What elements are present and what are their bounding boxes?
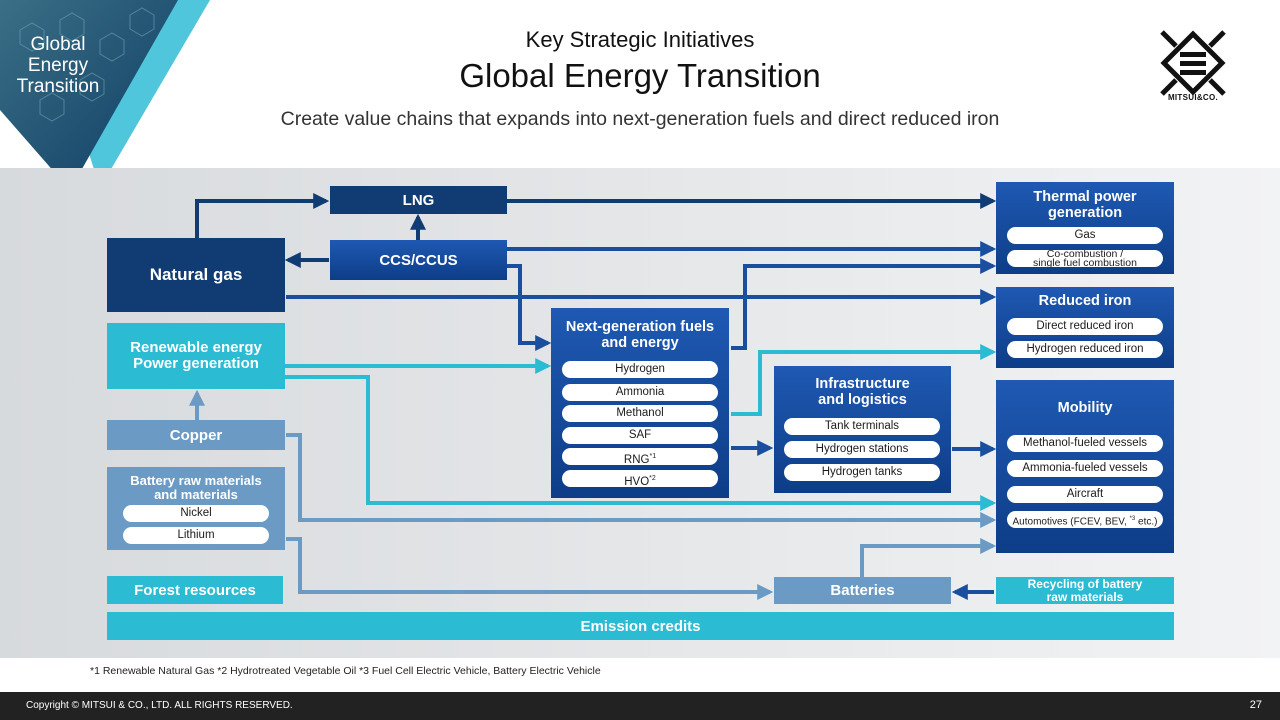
- page-subtitle: Create value chains that expands into ne…: [280, 108, 1000, 130]
- pill-hvo-sup: *2: [649, 475, 656, 482]
- battery-raw-materials-node: Battery raw materials and materials Nick…: [107, 467, 285, 550]
- automotive-sup: *3: [1129, 516, 1136, 522]
- pill-nickel: Nickel: [123, 505, 269, 522]
- page-number: 27: [1249, 699, 1262, 711]
- kicker-title: Key Strategic Initiatives: [525, 27, 755, 52]
- pill-methanol-vessels: Methanol-fueled vessels: [1007, 435, 1163, 452]
- pill-co-combustion: Co-combustion / single fuel combustion: [1007, 250, 1163, 267]
- ccs-ccus-node: CCS/CCUS: [330, 240, 507, 280]
- reduced-iron-title: Reduced iron: [1038, 293, 1132, 309]
- reduced-iron-node: Reduced iron Direct reduced iron Hydroge…: [996, 287, 1174, 368]
- next-gen-title: Next-generation fuels and energy: [565, 319, 715, 351]
- infra-title: Infrastructure and logistics: [815, 376, 910, 408]
- renewable-energy-node: Renewable energy Power generation: [107, 323, 285, 389]
- copper-node: Copper: [107, 420, 285, 450]
- pill-rng-label: RNG: [623, 453, 650, 466]
- pill-hvo-label: HVO: [624, 475, 650, 488]
- footnote: *1 Renewable Natural Gas *2 Hydrotreated…: [90, 665, 601, 677]
- batteries-node: Batteries: [774, 577, 951, 604]
- natural-gas-node: Natural gas: [107, 238, 285, 312]
- battery-raw-title: Battery raw materials and materials: [130, 473, 262, 502]
- pill-methanol: Methanol: [562, 405, 718, 422]
- pill-hydrogen-reduced-iron: Hydrogen reduced iron: [1007, 341, 1163, 358]
- pill-ammonia: Ammonia: [562, 384, 718, 401]
- page-title: Global Energy Transition: [459, 57, 821, 94]
- copyright: Copyright © MITSUI & CO., LTD. ALL RIGHT…: [26, 700, 293, 711]
- pill-hydrogen: Hydrogen: [562, 361, 718, 378]
- pill-ammonia-vessels: Ammonia-fueled vessels: [1007, 460, 1163, 477]
- footer-bar: [0, 692, 1280, 720]
- infrastructure-node: Infrastructure and logistics Tank termin…: [774, 366, 951, 493]
- mobility-title: Mobility: [1057, 400, 1113, 416]
- pill-tank-terminals: Tank terminals: [784, 418, 940, 435]
- pill-hydrogen-tanks: Hydrogen tanks: [784, 464, 940, 481]
- logo-wordmark: MITSUI&CO.: [1167, 93, 1219, 102]
- automotive-label: Automotives (FCEV, BEV,: [1012, 516, 1130, 528]
- corner-banner: [0, 0, 210, 190]
- mitsui-logo: [1160, 30, 1226, 96]
- forest-resources-node: Forest resources: [107, 576, 283, 604]
- lng-node: LNG: [330, 186, 507, 214]
- pill-rng-sup: *1: [649, 453, 657, 460]
- automotive-end: etc.): [1135, 516, 1158, 528]
- pill-gas: Gas: [1007, 227, 1163, 244]
- pill-lithium: Lithium: [123, 527, 269, 544]
- pill-automotives: Automotives (FCEV, BEV, *3 etc.): [1007, 511, 1163, 528]
- thermal-title: Thermal power generation: [1033, 189, 1137, 221]
- next-gen-fuels-node: Next-generation fuels and energy Hydroge…: [551, 308, 729, 498]
- corner-label: Global Energy Transition: [16, 34, 100, 97]
- pill-hvo: HVO*2: [562, 470, 718, 488]
- pill-direct-reduced-iron: Direct reduced iron: [1007, 318, 1163, 335]
- pill-rng: RNG*1: [562, 448, 718, 466]
- pill-hydrogen-stations: Hydrogen stations: [784, 441, 940, 458]
- recycling-node: Recycling of battery raw materials: [996, 577, 1174, 604]
- thermal-power-node: Thermal power generation Gas Co-combusti…: [996, 182, 1174, 274]
- pill-saf: SAF: [562, 427, 718, 444]
- pill-aircraft: Aircraft: [1007, 486, 1163, 503]
- mobility-node: Mobility Methanol-fueled vessels Ammonia…: [996, 380, 1174, 553]
- emission-credits-bar: Emission credits: [107, 612, 1174, 640]
